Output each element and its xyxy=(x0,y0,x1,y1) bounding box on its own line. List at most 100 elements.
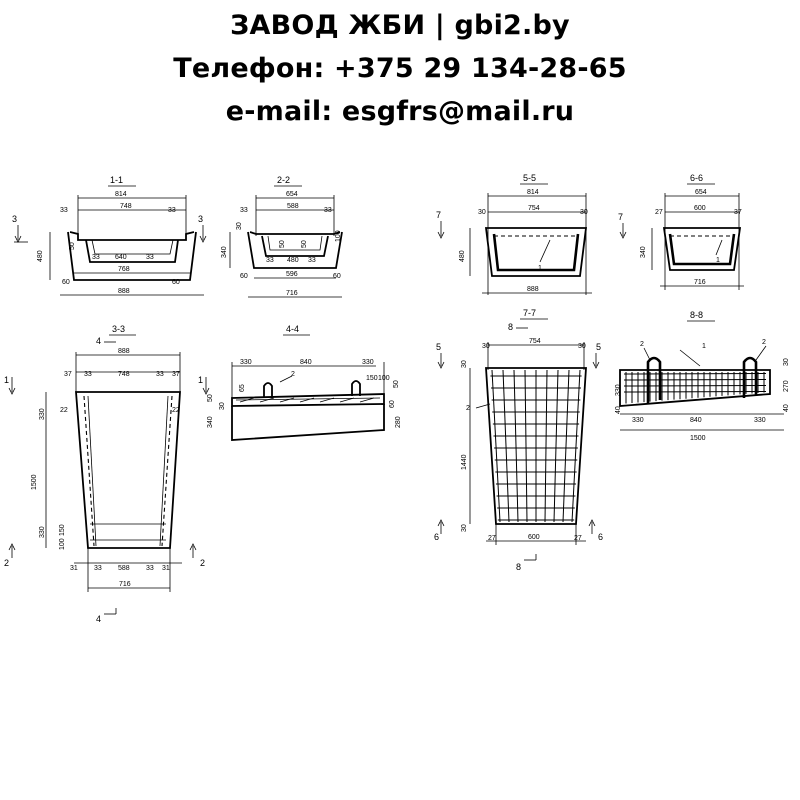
dim-total: 888 xyxy=(118,288,130,295)
dim-right: 30 xyxy=(578,343,586,350)
cut-mark-6l: 6 xyxy=(434,532,439,542)
dim-bottom-right: 60 xyxy=(172,279,180,286)
header-phone: Телефон: +375 29 134-28-65 xyxy=(173,53,627,84)
dim-50: 50 xyxy=(393,380,400,388)
dim-bottom-mid: 600 xyxy=(528,534,540,541)
dim-height: 480 xyxy=(459,250,466,262)
dim-mid: 640 xyxy=(115,254,127,261)
dim-280: 280 xyxy=(395,416,402,428)
section-title: 2-2 xyxy=(277,175,290,185)
dim-330b: 330 xyxy=(39,526,46,538)
dim-total: 716 xyxy=(286,290,298,297)
dim-65: 65 xyxy=(239,384,246,392)
dim-left: 30 xyxy=(482,343,490,350)
header-email: e-mail: esgfrs@mail.ru xyxy=(225,96,575,127)
cut-mark-8b: 8 xyxy=(516,562,521,572)
dim-br2: 33 xyxy=(146,565,154,572)
dim-side-left: 27 xyxy=(655,209,663,216)
dim-40r: 40 xyxy=(783,404,790,412)
dim-22b: 22 xyxy=(172,407,180,414)
dim-side-left: 33 xyxy=(240,207,248,214)
dim-270: 270 xyxy=(783,380,790,392)
dim-b1: 33 xyxy=(266,257,274,264)
dim-total: 888 xyxy=(527,286,539,293)
callout-2a: 2 xyxy=(640,341,644,348)
dim-1500: 1500 xyxy=(31,474,38,490)
dim-lip: 30 xyxy=(236,222,243,230)
callout-2b: 2 xyxy=(762,339,766,346)
section-title: 6-6 xyxy=(690,173,703,183)
section-title: 8-8 xyxy=(690,310,703,320)
dim-top: 814 xyxy=(527,189,539,196)
dim-bottom-left: 60 xyxy=(240,273,248,280)
dim-side-right: 33 xyxy=(168,207,176,214)
dim-bottom-inner: 596 xyxy=(286,271,298,278)
dim-top: 654 xyxy=(695,189,707,196)
dim-mid1: 50 xyxy=(279,240,286,248)
dim-bl2: 33 xyxy=(94,565,102,572)
dim-l1: 37 xyxy=(64,371,72,378)
dim-22a: 22 xyxy=(60,407,68,414)
dim-840: 840 xyxy=(690,417,702,424)
dim-top: 888 xyxy=(118,348,130,355)
dim-mid: 840 xyxy=(300,359,312,366)
dim-30: 30 xyxy=(219,402,226,410)
cut-mark-1: 1 xyxy=(198,375,203,385)
dim-inner: 754 xyxy=(528,205,540,212)
dim-bottom-right: 27 xyxy=(574,535,582,542)
section-title: 4-4 xyxy=(286,324,299,334)
dim-side-right: 30 xyxy=(580,209,588,216)
dim-150: 150 xyxy=(59,524,66,536)
dim-r1: 37 xyxy=(172,371,180,378)
dim-bottom-right: 60 xyxy=(333,273,341,280)
dim-b1: 33 xyxy=(92,254,100,261)
section-2-2: 2-2 3 654 33 588 33 340 30 50 50 100 33 … xyxy=(198,175,343,298)
dim-b2: 33 xyxy=(308,257,316,264)
dim-side-left: 33 xyxy=(60,207,68,214)
reinforcement-mesh xyxy=(490,369,582,523)
section-title: 1-1 xyxy=(110,175,123,185)
section-8-8: 8-8 1 2 2 330 40 30 270 40 330 840 330 1… xyxy=(615,310,790,442)
dim-30b: 30 xyxy=(461,524,468,532)
dim-height: 340 xyxy=(221,246,228,258)
dim-bl1: 31 xyxy=(70,565,78,572)
dim-30: 30 xyxy=(461,360,468,368)
dim-top: 814 xyxy=(115,191,127,198)
dim-bottom-left: 27 xyxy=(488,535,496,542)
cut-mark: 7 xyxy=(618,212,623,222)
dim-340: 340 xyxy=(207,416,214,428)
dim-40l: 40 xyxy=(615,406,622,414)
dim-right: 330 xyxy=(362,359,374,366)
cut-mark-6r: 6 xyxy=(598,532,603,542)
callout: 1 xyxy=(716,257,720,264)
dim-bottom: 716 xyxy=(119,581,131,588)
dim-1500: 1500 xyxy=(690,435,706,442)
dim-30r: 30 xyxy=(783,358,790,366)
dim-l2: 33 xyxy=(84,371,92,378)
cut-mark-4: 4 xyxy=(96,336,101,346)
cut-mark-2l: 2 xyxy=(4,558,9,568)
section-6-6: 6-6 7 654 27 600 37 340 1 716 xyxy=(618,173,744,290)
cut-mark: 7 xyxy=(436,210,441,220)
header-title: ЗАВОД ЖБИ | gbi2.by xyxy=(230,10,570,41)
dim-right: 100 xyxy=(335,230,342,242)
dim-total: 716 xyxy=(694,279,706,286)
dim-330v: 330 xyxy=(615,384,622,396)
section-4-4: 4-4 330 840 330 2 65 150 100 50 1 50 30 … xyxy=(198,324,402,441)
dim-top: 654 xyxy=(286,191,298,198)
section-title: 7-7 xyxy=(523,308,536,318)
section-1-1: 1-1 3 814 33 748 33 480 50 33 640 33 768… xyxy=(12,175,204,296)
section-title: 5-5 xyxy=(523,173,536,183)
dim-150: 150 xyxy=(366,375,378,382)
dim-br1: 31 xyxy=(162,565,170,572)
dim-inner: 748 xyxy=(120,203,132,210)
dim-height: 340 xyxy=(640,246,647,258)
dim-height: 480 xyxy=(37,250,44,262)
cut-mark-5: 5 xyxy=(436,342,441,352)
dim-bottom-left: 60 xyxy=(62,279,70,286)
cut-mark-8: 8 xyxy=(508,322,513,332)
cut-mark-2r: 2 xyxy=(200,558,205,568)
reinforcement-mesh xyxy=(623,372,771,404)
callout-1: 1 xyxy=(702,343,706,350)
